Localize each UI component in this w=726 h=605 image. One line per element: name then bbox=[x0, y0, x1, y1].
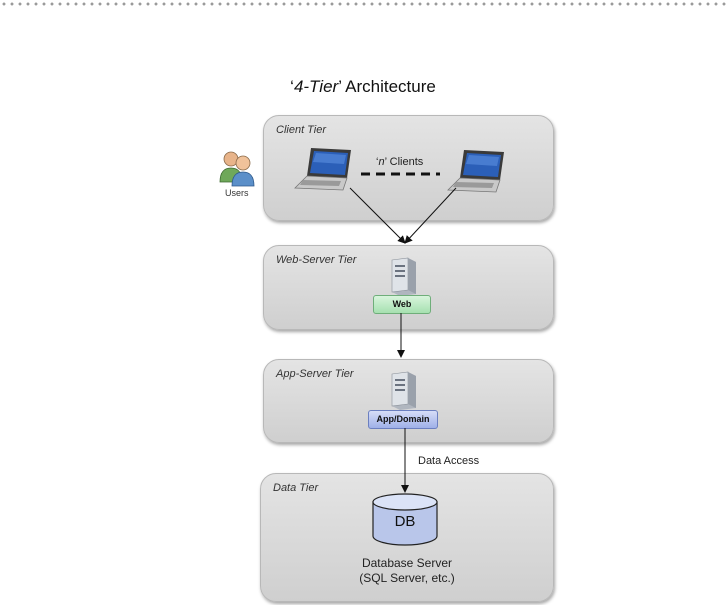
users-icon bbox=[217, 148, 257, 188]
db-label: DB bbox=[394, 513, 416, 530]
web-server-icon bbox=[386, 256, 420, 296]
diagram-title: ‘4-Tier’ Architecture bbox=[290, 77, 436, 96]
app-server-tier-label: App-Server Tier bbox=[276, 368, 354, 380]
users-label: Users bbox=[225, 188, 249, 198]
database-server-sublabel: (SQL Server, etc.) bbox=[359, 571, 455, 585]
title-emphasis: 4-Tier bbox=[293, 77, 339, 96]
web-server-tier-label: Web-Server Tier bbox=[276, 254, 357, 266]
app-server-icon bbox=[386, 370, 420, 410]
web-badge: Web bbox=[373, 295, 431, 314]
arrow-client-left-to-web bbox=[349, 187, 406, 244]
arrow-client-right-to-web bbox=[404, 187, 457, 244]
top-dotted-border bbox=[0, 2, 726, 6]
clients-label: ‘n’ Clients bbox=[376, 156, 424, 168]
client-tier-label: Client Tier bbox=[276, 124, 327, 136]
data-tier-label: Data Tier bbox=[273, 482, 319, 494]
data-access-label: Data Access bbox=[418, 455, 480, 467]
laptop-icon bbox=[446, 148, 508, 194]
database-icon: DB bbox=[371, 493, 439, 547]
database-server-label: Database Server bbox=[361, 556, 453, 570]
app-domain-badge: App/Domain bbox=[368, 410, 438, 429]
laptop-icon bbox=[293, 146, 355, 192]
